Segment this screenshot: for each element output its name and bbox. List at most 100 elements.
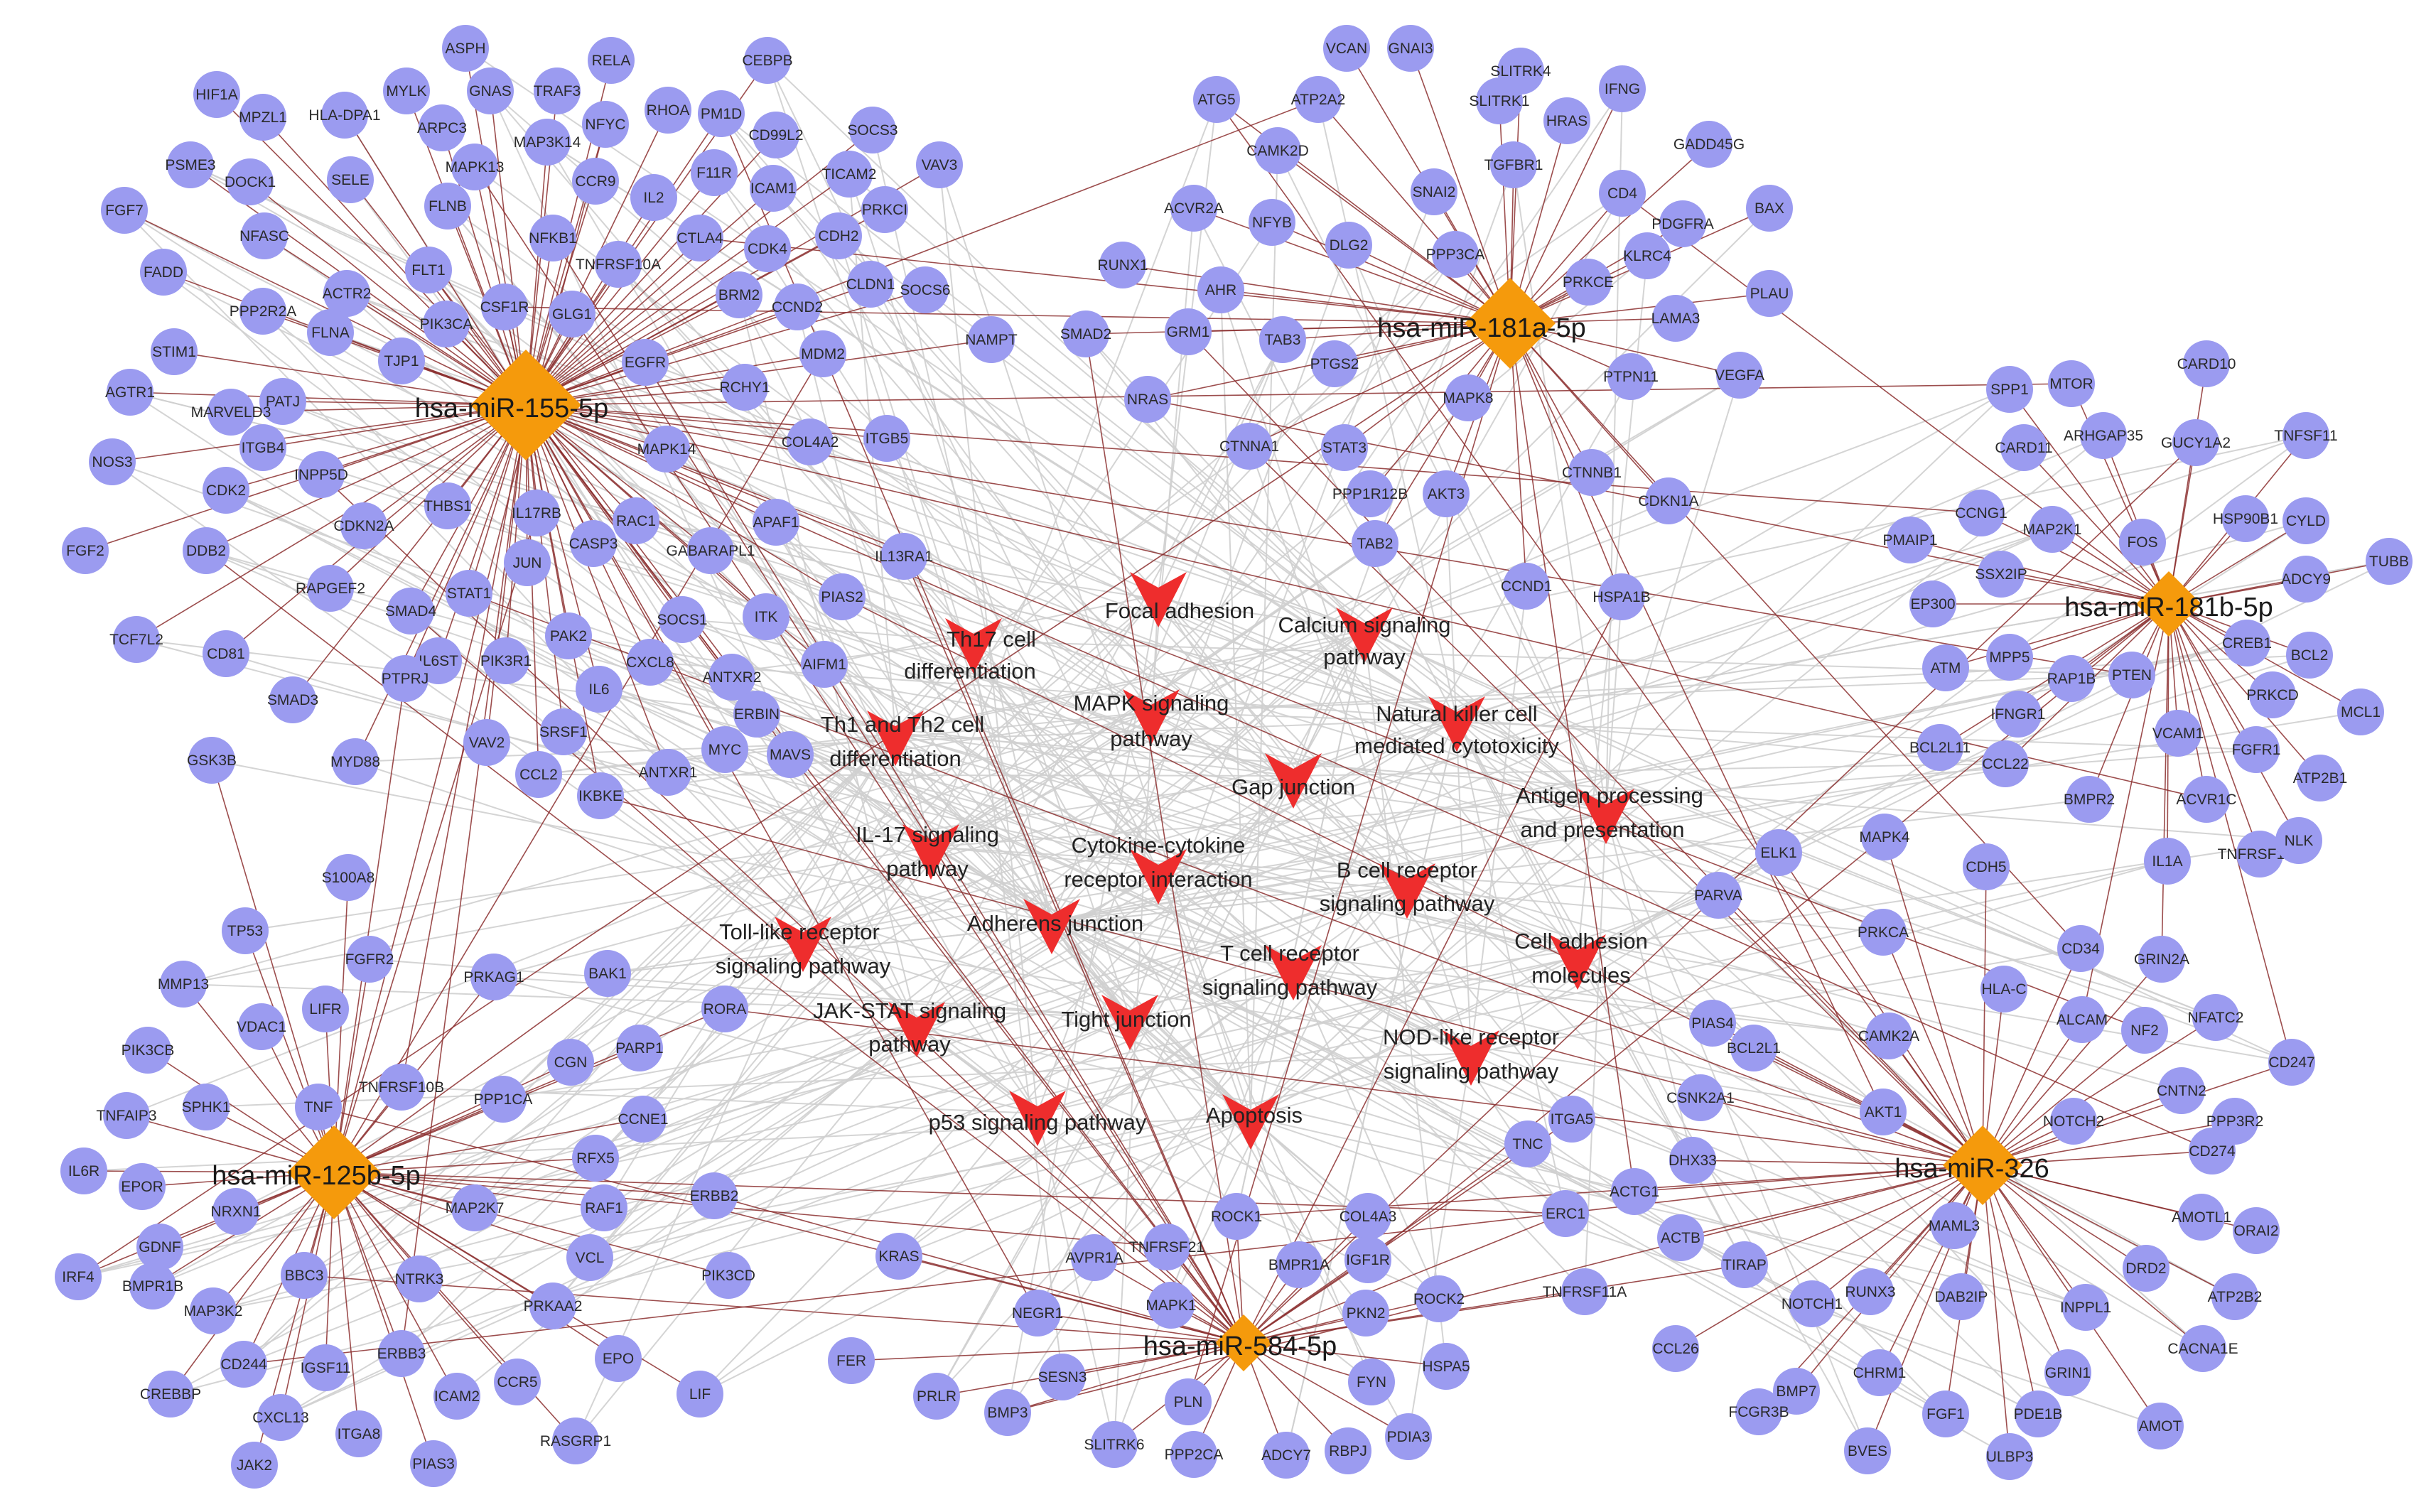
gene-node-ppp1ca[interactable]: PPP1CA	[474, 1076, 533, 1123]
gene-node-prkca[interactable]: PRKCA	[1858, 909, 1909, 956]
gene-node-pias3[interactable]: PIAS3	[410, 1440, 457, 1487]
gene-node-pdia3[interactable]: PDIA3	[1385, 1413, 1432, 1460]
gene-node-maml3[interactable]: MAML3	[1929, 1202, 1980, 1249]
gene-node-ccl22[interactable]: CCL22	[1982, 740, 2029, 787]
gene-node-dhx33[interactable]: DHX33	[1669, 1137, 1717, 1184]
gene-node-pik3cd[interactable]: PIK3CD	[701, 1252, 755, 1299]
gene-node-raf1[interactable]: RAF1	[581, 1184, 627, 1231]
gene-node-rac1[interactable]: RAC1	[613, 497, 659, 544]
gene-node-cyld[interactable]: CYLD	[2282, 497, 2329, 544]
gene-node-ep300[interactable]: EP300	[1909, 580, 1956, 627]
gene-node-flnb[interactable]: FLNB	[424, 183, 471, 230]
gene-node-slitrk1[interactable]: SLITRK1	[1469, 77, 1530, 124]
gene-node-akt1[interactable]: AKT1	[1860, 1089, 1907, 1135]
gene-node-bax[interactable]: BAX	[1746, 185, 1793, 232]
gene-node-ifng[interactable]: IFNG	[1599, 65, 1646, 112]
gene-node-mapk1[interactable]: MAPK1	[1146, 1282, 1197, 1329]
gene-node-nfatc2[interactable]: NFATC2	[2188, 994, 2244, 1041]
pathway-node-p53-signaling-pathway[interactable]: p53 signaling pathway	[929, 1091, 1147, 1146]
gene-node-atg5[interactable]: ATG5	[1193, 76, 1240, 123]
gene-node-apaf1[interactable]: APAF1	[753, 499, 799, 546]
gene-node-runx1[interactable]: RUNX1	[1097, 242, 1148, 288]
gene-node-ikbke[interactable]: IKBKE	[577, 772, 624, 819]
gene-node-bmpr1b[interactable]: BMPR1B	[122, 1263, 183, 1310]
gene-node-tgfbr1[interactable]: TGFBR1	[1484, 141, 1543, 188]
gene-node-pmaip1[interactable]: PMAIP1	[1882, 517, 1938, 563]
gene-node-gadd45g[interactable]: GADD45G	[1673, 121, 1745, 168]
gene-node-arpc3[interactable]: ARPC3	[417, 104, 467, 151]
gene-node-pias2[interactable]: PIAS2	[819, 573, 866, 620]
mirna-node-hsa-mir-181a-5p[interactable]: hsa-miR-181a-5p	[1377, 278, 1586, 369]
gene-node-spp1[interactable]: SPP1	[1986, 366, 2033, 413]
gene-node-il2[interactable]: IL2	[630, 174, 677, 221]
gene-node-gnai3[interactable]: GNAI3	[1387, 25, 1434, 72]
gene-node-mtor[interactable]: MTOR	[2048, 360, 2095, 407]
mirna-node-hsa-mir-181b-5p[interactable]: hsa-miR-181b-5p	[2064, 571, 2273, 637]
gene-node-cdkn1a[interactable]: CDKN1A	[1638, 477, 1699, 524]
gene-node-epor[interactable]: EPOR	[119, 1163, 166, 1210]
gene-node-socs6[interactable]: SOCS6	[900, 266, 951, 313]
gene-node-creb1[interactable]: CREB1	[2222, 620, 2272, 666]
gene-node-ahr[interactable]: AHR	[1197, 266, 1244, 313]
gene-node-cdh2[interactable]: CDH2	[815, 212, 862, 259]
gene-node-grin2a[interactable]: GRIN2A	[2134, 936, 2189, 983]
gene-node-bves[interactable]: BVES	[1844, 1427, 1891, 1474]
gene-node-il13ra1[interactable]: IL13RA1	[875, 533, 933, 580]
gene-node-asph[interactable]: ASPH	[442, 25, 489, 72]
gene-node-gabarapl1[interactable]: GABARAPL1	[667, 527, 755, 574]
gene-node-ctnna1[interactable]: CTNNA1	[1219, 423, 1279, 470]
gene-node-mylk[interactable]: MYLK	[383, 68, 430, 114]
gene-node-klrc4[interactable]: KLRC4	[1623, 232, 1671, 279]
gene-node-cacna1e[interactable]: CACNA1E	[2167, 1325, 2238, 1372]
gene-node-mpzl1[interactable]: MPZL1	[239, 94, 287, 141]
gene-node-ccl26[interactable]: CCL26	[1652, 1325, 1699, 1372]
gene-node-mapk13[interactable]: MAPK13	[446, 144, 505, 190]
gene-node-col4a2[interactable]: COL4A2	[782, 418, 839, 465]
gene-node-actr2[interactable]: ACTR2	[323, 270, 372, 317]
gene-node-cgn[interactable]: CGN	[547, 1039, 594, 1086]
pathway-node-focal-adhesion[interactable]: Focal adhesion	[1105, 572, 1254, 627]
gene-node-cd274[interactable]: CD274	[2189, 1128, 2236, 1174]
gene-node-erbb2[interactable]: ERBB2	[690, 1172, 739, 1219]
gene-node-tab3[interactable]: TAB3	[1259, 316, 1306, 363]
gene-node-mapk4[interactable]: MAPK4	[1859, 814, 1910, 860]
gene-node-itk[interactable]: ITK	[743, 593, 789, 640]
gene-node-mpp5[interactable]: MPP5	[1986, 634, 2033, 681]
gene-node-erc1[interactable]: ERC1	[1542, 1190, 1589, 1237]
gene-node-pdgfra[interactable]: PDGFRA	[1651, 200, 1714, 247]
gene-node-ptpn11[interactable]: PTPN11	[1603, 353, 1659, 400]
gene-node-ifngr1[interactable]: IFNGR1	[1990, 691, 2046, 738]
gene-node-grin1[interactable]: GRIN1	[2044, 1349, 2091, 1396]
gene-node-gdnf[interactable]: GDNF	[136, 1224, 183, 1270]
gene-node-fyn[interactable]: FYN	[1348, 1359, 1395, 1405]
gene-node-hla-dpa1[interactable]: HLA-DPA1	[308, 92, 381, 139]
gene-node-f11r[interactable]: F11R	[691, 149, 738, 196]
gene-node-fgf1[interactable]: FGF1	[1922, 1390, 1969, 1437]
gene-node-cdkn2a[interactable]: CDKN2A	[333, 502, 394, 549]
gene-node-sele[interactable]: SELE	[327, 156, 374, 203]
gene-node-adcy7[interactable]: ADCY7	[1261, 1432, 1311, 1479]
gene-node-cd244[interactable]: CD244	[220, 1341, 267, 1388]
gene-node-ccng1[interactable]: CCNG1	[1955, 490, 2007, 536]
gene-node-lama3[interactable]: LAMA3	[1651, 295, 1700, 342]
gene-node-ctnnb1[interactable]: CTNNB1	[1562, 449, 1622, 496]
gene-node-cxcl8[interactable]: CXCL8	[626, 639, 674, 686]
gene-node-smad3[interactable]: SMAD3	[267, 676, 318, 723]
gene-node-ccnd2[interactable]: CCND2	[772, 284, 823, 330]
gene-node-srsf1[interactable]: SRSF1	[539, 708, 588, 755]
gene-node-mapk8[interactable]: MAPK8	[1443, 374, 1494, 421]
gene-node-antxr2[interactable]: ANTXR2	[703, 654, 762, 701]
gene-node-ppp3ca[interactable]: PPP3CA	[1426, 231, 1485, 278]
gene-node-tnfaip3[interactable]: TNFAIP3	[96, 1092, 157, 1139]
gene-node-avpr1a[interactable]: AVPR1A	[1065, 1234, 1123, 1281]
gene-node-prlr[interactable]: PRLR	[913, 1373, 960, 1420]
gene-node-nf2[interactable]: NF2	[2121, 1007, 2168, 1054]
gene-node-pm1d[interactable]: PM1D	[698, 90, 745, 137]
